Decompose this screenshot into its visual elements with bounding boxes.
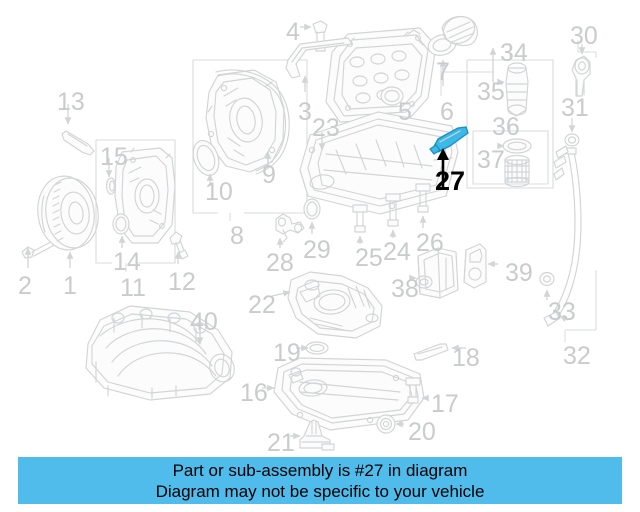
part-36-oil-filter-element	[504, 154, 530, 188]
exploded-parts-illustration: .ln { fill:none; stroke:#d2d4d5; stroke-…	[21, 15, 597, 451]
callout-13: 13	[57, 88, 85, 116]
callout-3: 3	[298, 98, 312, 126]
diagram-canvas: .ln { fill:none; stroke:#d2d4d5; stroke-…	[18, 15, 598, 456]
part-37-oil-filter-o-ring	[497, 138, 532, 154]
callout-25: 25	[355, 244, 383, 272]
group-box-8	[192, 59, 308, 221]
part-33-dipstick-tube-o-ring	[539, 271, 555, 300]
callout-15: 15	[100, 143, 128, 171]
part-13-dowel-pin	[61, 104, 95, 156]
callout-5: 5	[398, 98, 412, 126]
callout-4: 4	[286, 18, 300, 46]
callout-26: 26	[416, 229, 444, 257]
callout-9: 9	[262, 161, 276, 189]
part-6-oil-filler-cap	[441, 15, 497, 82]
part-24-bolt	[385, 193, 401, 238]
callout-7: 7	[436, 58, 450, 86]
part-18-pin	[413, 343, 466, 361]
callout-37: 37	[477, 146, 505, 174]
info-banner: Part or sub-assembly is #27 in diagram D…	[18, 457, 622, 504]
callout-36: 36	[492, 113, 520, 141]
part-29-o-ring	[303, 198, 321, 234]
callout-30: 30	[570, 22, 598, 50]
part-1-crankshaft-pulley	[37, 175, 99, 268]
part-35-oil-filter-cap	[497, 62, 529, 117]
callout-11: 11	[120, 274, 146, 302]
group-bracket-32	[564, 270, 597, 342]
part-5-valve-cover	[325, 27, 437, 123]
callout-33: 33	[548, 298, 576, 326]
part-22-oil-pump-pickup	[271, 271, 383, 339]
callout-40: 40	[190, 308, 218, 336]
banner-line-2: Diagram may not be specific to your vehi…	[155, 481, 485, 501]
callout-27-highlighted: 27	[435, 166, 466, 196]
callout-39: 39	[505, 259, 533, 287]
callout-31: 31	[561, 94, 589, 122]
part-15-front-cover-plug	[105, 158, 117, 195]
group-box-36	[472, 124, 549, 185]
part-28-oil-jet	[275, 213, 305, 248]
part-20-drain-plug-gasket	[376, 414, 404, 434]
callout-22: 22	[248, 291, 276, 319]
callout-18: 18	[452, 344, 480, 372]
callout-21: 21	[267, 429, 295, 457]
part-40-intake-manifold	[85, 305, 235, 401]
part-10-timing-cover-o-ring	[192, 140, 220, 186]
part-32-dipstick-tube	[543, 145, 582, 327]
part-27-pointer-arrow	[437, 148, 449, 188]
part-31-dipstick-seal	[564, 118, 580, 147]
part-8-timing-cover	[205, 69, 285, 173]
callout-6: 6	[440, 98, 454, 126]
callout-2: 2	[18, 272, 32, 300]
part-21-oil-level-sensor	[290, 419, 335, 451]
group-box-34	[466, 43, 554, 189]
callout-34: 34	[500, 39, 528, 67]
part-12-front-cover-bolt	[169, 231, 189, 264]
callout-24: 24	[383, 238, 411, 266]
callout-10: 10	[205, 178, 233, 206]
part-30-dipstick-handle	[571, 44, 591, 97]
callout-32: 32	[563, 342, 591, 370]
callout-29: 29	[303, 236, 331, 264]
callout-12: 12	[168, 268, 196, 296]
callout-17: 17	[431, 390, 459, 418]
part-25-bolt	[352, 204, 368, 244]
part-19-oil-pan-seal	[296, 341, 329, 355]
part-26-bolt	[415, 183, 431, 228]
part-9-timing-cover-gasket	[215, 69, 290, 175]
callout-16: 16	[240, 379, 268, 407]
callout-8: 8	[230, 222, 244, 250]
callout-19: 19	[273, 339, 301, 367]
callout-20: 20	[408, 418, 436, 446]
callout-23: 23	[312, 114, 340, 142]
callout-35: 35	[477, 78, 505, 106]
part-16-oil-pan	[262, 357, 425, 431]
callout-28: 28	[266, 249, 294, 277]
callout-38: 38	[391, 275, 419, 303]
group-box-11	[95, 139, 176, 272]
part-38-oil-cooler	[409, 247, 459, 299]
part-14-crankshaft-front-seal	[112, 213, 130, 248]
part-27-highlighted	[429, 126, 469, 155]
part-17-bolt	[405, 377, 429, 404]
part-11-front-cover	[114, 147, 176, 244]
callout-1: 1	[63, 272, 77, 300]
part-3-valve-cover-gasket	[285, 37, 353, 92]
banner-line-1: Part or sub-assembly is #27 in diagram	[172, 460, 468, 480]
part-39-oil-cooler-bracket	[463, 243, 498, 289]
callout-14: 14	[113, 248, 141, 276]
